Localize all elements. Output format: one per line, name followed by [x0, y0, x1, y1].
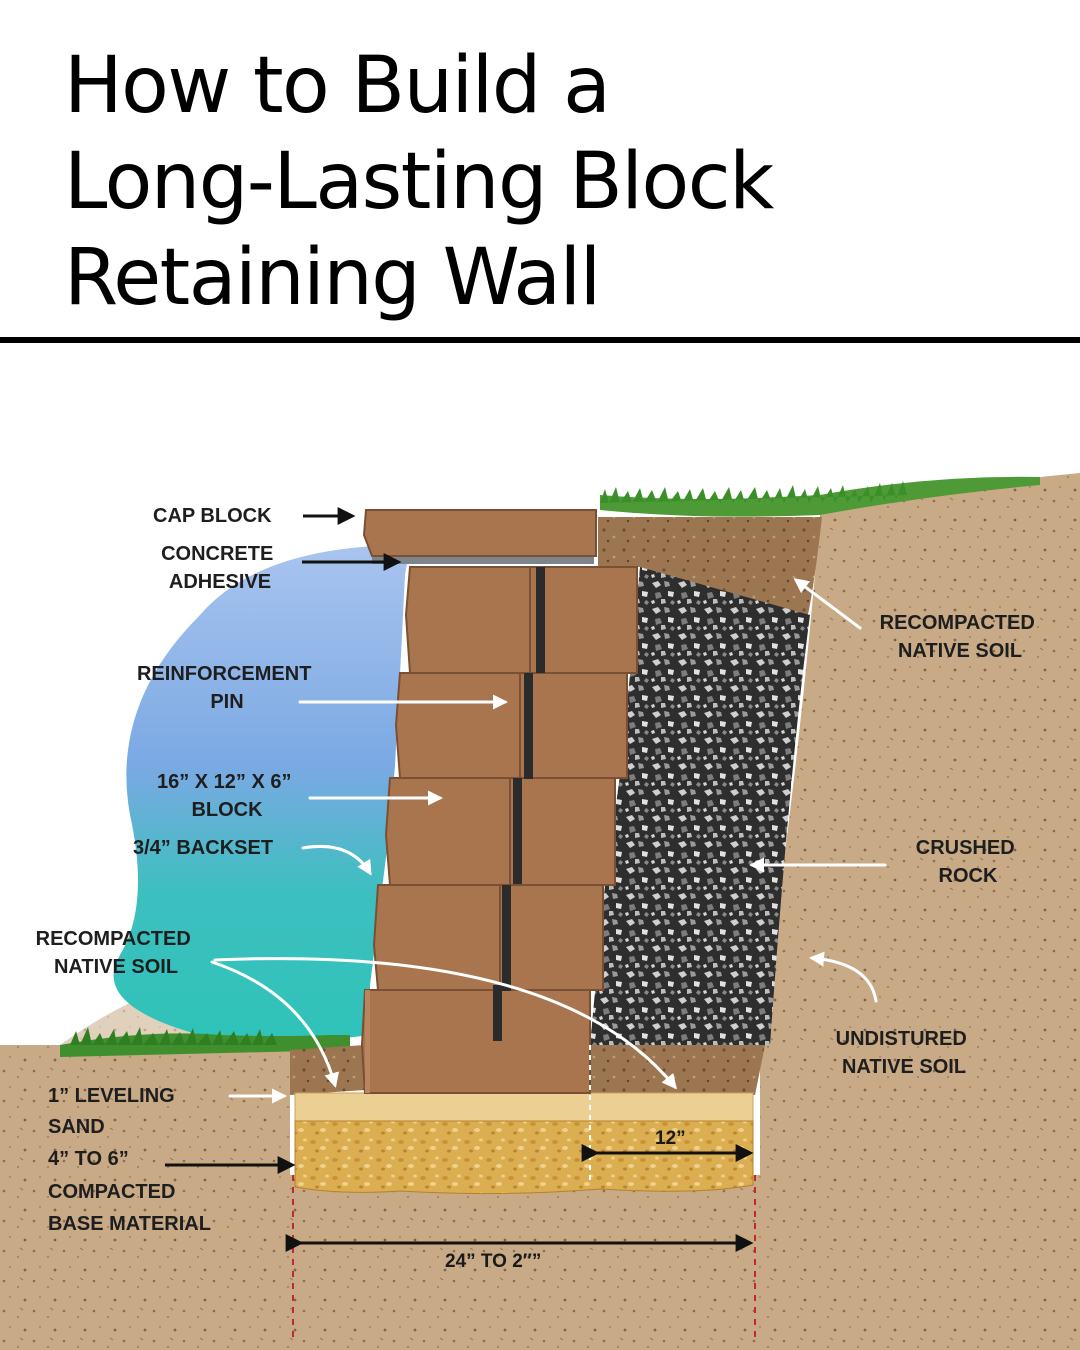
- concrete-adhesive-layer: [372, 556, 594, 564]
- right-recompacted-soil: [598, 517, 822, 625]
- wall-blocks: [360, 566, 638, 1094]
- cap-block: [362, 509, 597, 557]
- reinforcement-pin-label: REINFORCEMENT PIN: [137, 663, 317, 713]
- title-divider: [0, 337, 1080, 343]
- undisturbed-soil-label: UNDISTURED NATIVE SOIL: [836, 1028, 973, 1078]
- reinforcement-pins: [493, 567, 545, 1041]
- rock-bottom-soil: [585, 1045, 765, 1095]
- recompacted-soil-right-label: RECOMPACTED NATIVE SOIL: [880, 612, 1041, 662]
- undisturbed-soil-arrow: [809, 951, 878, 1003]
- sky-background: [113, 545, 411, 1040]
- block-course-5: [404, 566, 638, 674]
- block-course-3: [384, 777, 616, 886]
- page-title: How to Build a Long-Lasting Block Retain…: [64, 38, 1044, 326]
- crushed-rock-label: CRUSHED ROCK: [916, 837, 1020, 887]
- title-line-2: Long-Lasting Block: [64, 137, 774, 227]
- backset-arrow: [301, 844, 372, 876]
- backset-label: 3/4” BACKSET: [133, 837, 273, 859]
- leveling-sand-label: 1” LEVELING SAND: [48, 1085, 180, 1138]
- block-size-label: 16” X 12” X 6” BLOCK: [157, 771, 297, 821]
- concrete-adhesive-label: CONCRETE ADHESIVE: [161, 543, 279, 593]
- undisturbed-soil: [0, 473, 1080, 1350]
- crushed-rock: [590, 567, 810, 1045]
- base-material-label: 4” TO 6” COMPACTED BASE MATERIAL: [48, 1148, 211, 1235]
- block-course-4: [394, 672, 628, 779]
- title-line-3: Retaining Wall: [64, 233, 601, 323]
- header: How to Build a Long-Lasting Block Retain…: [0, 0, 1080, 345]
- left-recompacted-soil: [290, 1045, 365, 1095]
- block-course-1: [360, 989, 591, 1094]
- right-grass: [600, 476, 1040, 517]
- left-soil-arrow-2: [213, 957, 677, 1090]
- cap-block-label: CAP BLOCK: [153, 505, 272, 527]
- block-course-2: [372, 884, 604, 991]
- recompacted-soil-left-label: RECOMPACTED NATIVE SOIL: [36, 928, 197, 978]
- title-line-1: How to Build a: [64, 41, 611, 131]
- base-width-label: 24” TO 2″”: [445, 1251, 541, 1272]
- dimension-guides: [292, 1175, 756, 1340]
- left-soil-arrow-1: [210, 960, 340, 1088]
- base-material: [294, 1092, 754, 1195]
- rock-width-label: 12”: [655, 1128, 686, 1149]
- left-grass: [60, 1027, 350, 1057]
- right-soil-arrow: [793, 578, 862, 630]
- retaining-wall-diagram: 12” 24” TO 2″” CAP BLOCK CONCRETE ADHESI…: [0, 473, 1080, 1350]
- diagram-labels: CAP BLOCK CONCRETE ADHESIVE REINFORCEMEN…: [36, 505, 1041, 1235]
